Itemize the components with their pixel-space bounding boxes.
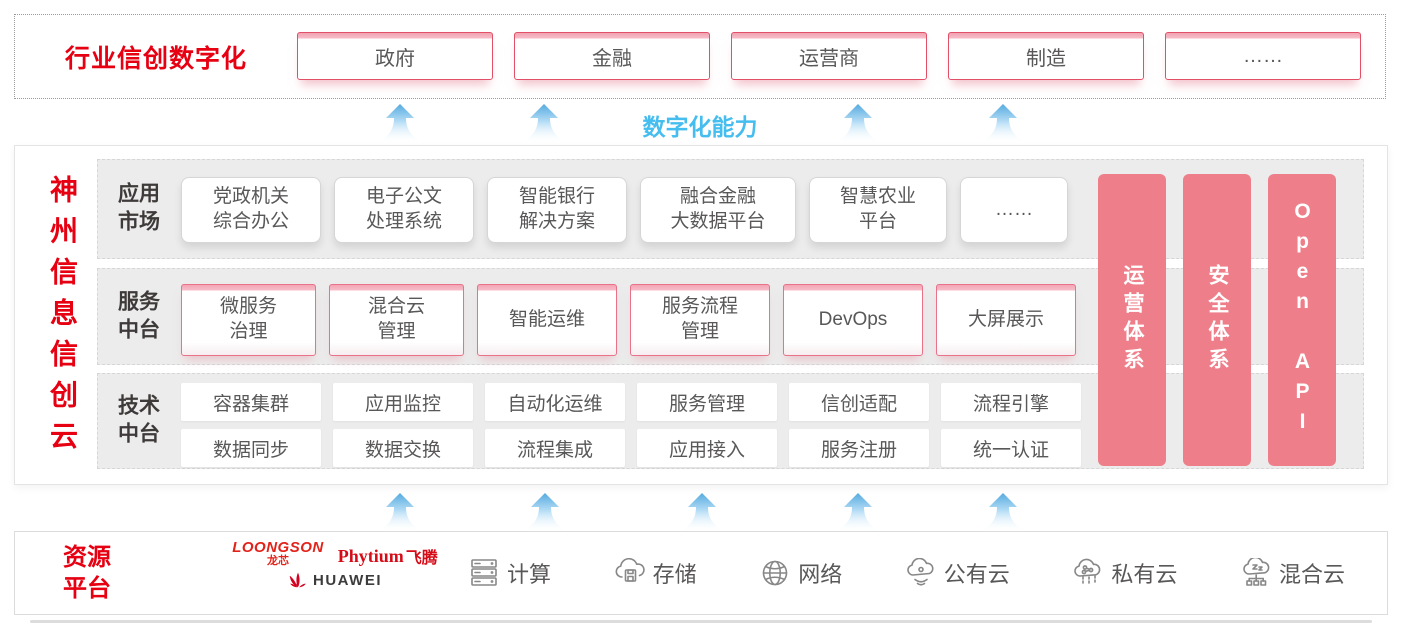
platform-vertical-title: 神州信息信创云 bbox=[47, 174, 78, 462]
up-arrow-icon bbox=[979, 493, 1027, 532]
row-label-service-platform: 服务 中台 bbox=[118, 290, 160, 342]
huawei-flower-icon bbox=[289, 572, 306, 588]
resource-item-hybrid-cloud: 混合云 bbox=[1239, 557, 1345, 589]
bottom-shadow-bar bbox=[30, 620, 1372, 623]
resource-item-label: 网络 bbox=[798, 562, 843, 587]
industry-box-government: 政府 bbox=[297, 32, 493, 80]
application-box-row: 党政机关 综合办公 电子公文 处理系统 智能银行 解决方案 融合金融 大数据平台… bbox=[181, 177, 1068, 243]
resource-item-private-cloud: 私有云 bbox=[1071, 557, 1177, 589]
tech-box-process-engine: 流程引擎 bbox=[941, 383, 1081, 421]
up-arrow-icon bbox=[520, 104, 568, 143]
up-arrow-icon bbox=[376, 493, 424, 532]
resource-item-network: 网络 bbox=[758, 557, 842, 589]
tech-box-service-registry: 服务注册 bbox=[789, 429, 929, 467]
pillar-operation-system: 运营体系 bbox=[1098, 174, 1166, 466]
vendor-logos: LOONGSON 龙芯 Phytium 飞腾 bbox=[215, 540, 455, 589]
industry-box-more: …… bbox=[1165, 32, 1361, 80]
row-label-application-market: 应用 市场 bbox=[118, 182, 160, 234]
up-arrow-icon bbox=[834, 104, 882, 143]
private-cloud-icon bbox=[1074, 558, 1101, 585]
resource-item-label: 私有云 bbox=[1111, 562, 1178, 587]
app-box-finance-bigdata: 融合金融 大数据平台 bbox=[640, 177, 796, 243]
huawei-wordmark: HUAWEI bbox=[313, 571, 382, 589]
resource-item-row: 计算 存储 网络 bbox=[467, 532, 1345, 614]
up-arrow-icon bbox=[834, 493, 882, 532]
loongson-logo: LOONGSON 龙芯 bbox=[232, 540, 324, 567]
svc-box-hybrid-cloud-mgmt: 混合云 管理 bbox=[329, 284, 464, 356]
tech-box-app-monitoring: 应用监控 bbox=[333, 383, 473, 421]
resource-item-public-cloud: 公有云 bbox=[904, 557, 1010, 589]
up-arrow-icon bbox=[678, 493, 726, 532]
public-cloud-icon bbox=[907, 558, 934, 586]
svc-box-big-screen-display: 大屏展示 bbox=[936, 284, 1076, 356]
row-tech-platform: 技术 中台 容器集群 应用监控 自动化运维 服务管理 信创适配 流程引擎 数据同… bbox=[97, 373, 1364, 469]
svc-box-service-process-mgmt: 服务流程 管理 bbox=[630, 284, 770, 356]
tech-box-automated-ops: 自动化运维 bbox=[485, 383, 625, 421]
phytium-logo: Phytium 飞腾 bbox=[338, 544, 438, 568]
platform-card: 神州信息信创云 应用 市场 党政机关 综合办公 电子公文 处理系统 智能银行 解… bbox=[14, 145, 1388, 485]
resource-card-title: 资源 平台 bbox=[63, 543, 111, 602]
hybrid-cloud-icon bbox=[1243, 558, 1270, 586]
compute-icon bbox=[471, 559, 497, 586]
row-label-tech-platform: 技术 中台 bbox=[118, 394, 160, 446]
vendor-row: LOONGSON 龙芯 Phytium 飞腾 bbox=[232, 540, 438, 568]
app-box-edoc-system: 电子公文 处理系统 bbox=[334, 177, 474, 243]
tech-box-container-cluster: 容器集群 bbox=[181, 383, 321, 421]
network-icon bbox=[762, 560, 788, 586]
loongson-chinese: 龙芯 bbox=[266, 555, 289, 567]
loongson-wordmark: LOONGSON bbox=[232, 539, 324, 556]
app-box-smart-banking: 智能银行 解决方案 bbox=[487, 177, 627, 243]
svc-box-devops: DevOps bbox=[783, 284, 923, 356]
svc-box-microservice-governance: 微服务 治理 bbox=[181, 284, 316, 356]
up-arrow-icon bbox=[376, 104, 424, 143]
app-box-party-gov-office: 党政机关 综合办公 bbox=[181, 177, 321, 243]
tech-box-data-sync: 数据同步 bbox=[181, 429, 321, 467]
industry-band: 行业信创数字化 政府 金融 运营商 制造 …… bbox=[14, 14, 1386, 99]
up-arrow-icon bbox=[979, 104, 1027, 143]
industry-box-finance: 金融 bbox=[514, 32, 710, 80]
resource-item-label: 计算 bbox=[507, 562, 552, 587]
tech-box-process-integration: 流程集成 bbox=[485, 429, 625, 467]
industry-box-row: 政府 金融 运营商 制造 …… bbox=[297, 32, 1361, 80]
resource-card: 资源 平台 LOONGSON 龙芯 Phytium 飞腾 bbox=[14, 531, 1388, 615]
tech-box-app-access: 应用接入 bbox=[637, 429, 777, 467]
resource-item-label: 混合云 bbox=[1278, 562, 1345, 587]
huawei-logo: HUAWEI bbox=[288, 571, 382, 589]
resource-item-label: 存储 bbox=[652, 562, 697, 587]
industry-band-title: 行业信创数字化 bbox=[65, 44, 248, 73]
pillar-security-system: 安全体系 bbox=[1183, 174, 1251, 466]
up-arrow-icon bbox=[521, 493, 569, 532]
resource-item-compute: 计算 bbox=[467, 557, 551, 589]
tech-box-row-2: 数据同步 数据交换 流程集成 应用接入 服务注册 统一认证 bbox=[181, 429, 1081, 467]
svc-box-intelligent-ops: 智能运维 bbox=[477, 284, 617, 356]
tech-box-service-mgmt: 服务管理 bbox=[637, 383, 777, 421]
pillar-open-api: Open API bbox=[1268, 174, 1336, 466]
tech-box-xinchuang-adaptation: 信创适配 bbox=[789, 383, 929, 421]
industry-box-manufacturing: 制造 bbox=[948, 32, 1144, 80]
app-box-smart-agriculture: 智慧农业 平台 bbox=[809, 177, 947, 243]
app-box-more: …… bbox=[960, 177, 1068, 243]
service-box-row: 微服务 治理 混合云 管理 智能运维 服务流程 管理 DevOps 大屏展示 bbox=[181, 284, 1076, 356]
phytium-chinese: 飞腾 bbox=[405, 550, 438, 567]
digital-capability-label: 数字化能力 bbox=[642, 114, 758, 140]
tech-box-row-1: 容器集群 应用监控 自动化运维 服务管理 信创适配 流程引擎 bbox=[181, 383, 1081, 421]
industry-box-operator: 运营商 bbox=[731, 32, 927, 80]
storage-icon bbox=[615, 558, 645, 582]
tech-box-unified-auth: 统一认证 bbox=[941, 429, 1081, 467]
row-service-platform: 服务 中台 微服务 治理 混合云 管理 智能运维 服务流程 管理 DevOps … bbox=[97, 268, 1364, 365]
resource-item-label: 公有云 bbox=[943, 562, 1010, 587]
phytium-wordmark: Phytium bbox=[337, 545, 404, 566]
tech-box-data-exchange: 数据交换 bbox=[333, 429, 473, 467]
resource-item-storage: 存储 bbox=[613, 557, 697, 589]
row-application-market: 应用 市场 党政机关 综合办公 电子公文 处理系统 智能银行 解决方案 融合金融… bbox=[97, 159, 1364, 259]
